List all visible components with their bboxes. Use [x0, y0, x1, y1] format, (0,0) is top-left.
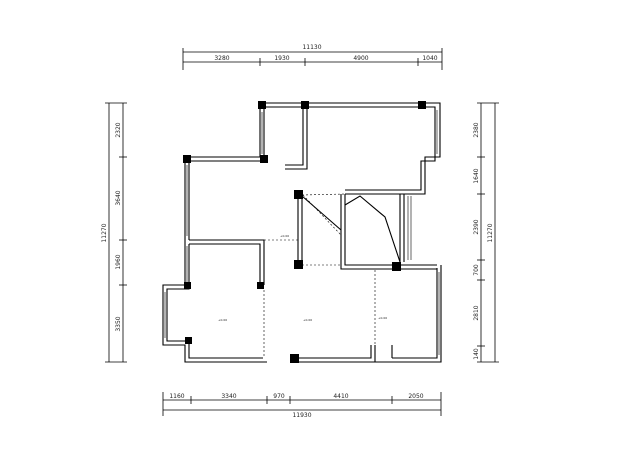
top-dim-segment: 4900: [353, 55, 368, 62]
left-dim-segment: 2320: [115, 122, 122, 137]
top-dim-segment: 1930: [274, 55, 289, 62]
bottom-dim-segment: 970: [273, 393, 285, 400]
room-mark: +0.00: [280, 234, 289, 238]
left-dimension-chain: 11270 2320 3640 1960 3350: [101, 102, 127, 363]
top-dimension-chain: 11130 3280 1930 4900 1040: [182, 44, 443, 70]
bottom-total-dim: 11930: [292, 412, 311, 419]
bottom-dimension-chain: 1160 3340 970 4410 2050 11930: [162, 392, 442, 419]
left-total-dim: 11270: [101, 223, 108, 242]
right-total-dim: 11270: [487, 223, 494, 242]
bottom-dim-segment: 1160: [169, 393, 184, 400]
room-elevation-marks: +0.00 +0.00 +0.00 +0.00: [218, 234, 387, 322]
stair-diagonals: [301, 195, 401, 263]
structural-columns: [183, 101, 426, 363]
room-mark: +0.00: [218, 318, 227, 322]
top-dim-segment: 1040: [422, 55, 437, 62]
right-dim-segment: 140: [473, 348, 480, 360]
room-mark: +0.00: [303, 318, 312, 322]
right-dim-segment: 1640: [473, 168, 480, 183]
right-dimension-chain: 11270 2380 1640 2390 700 2810 140: [473, 102, 499, 363]
room-mark: +0.00: [378, 316, 387, 320]
bottom-dim-segment: 4410: [333, 393, 348, 400]
floor-plan-walls: [162, 102, 442, 363]
right-dim-segment: 2380: [473, 122, 480, 137]
right-dim-segment: 2810: [473, 305, 480, 320]
top-total-dim: 11130: [302, 44, 321, 51]
top-dim-segment: 3280: [214, 55, 229, 62]
right-dim-segment: 2390: [473, 219, 480, 234]
right-dim-segment: 700: [473, 264, 480, 276]
left-dim-segment: 1960: [115, 254, 122, 269]
left-dim-segment: 3640: [115, 190, 122, 205]
bottom-dim-segment: 3340: [221, 393, 236, 400]
dashed-boundaries: [263, 193, 376, 358]
left-dim-segment: 3350: [115, 316, 122, 331]
bottom-dim-segment: 2050: [408, 393, 423, 400]
